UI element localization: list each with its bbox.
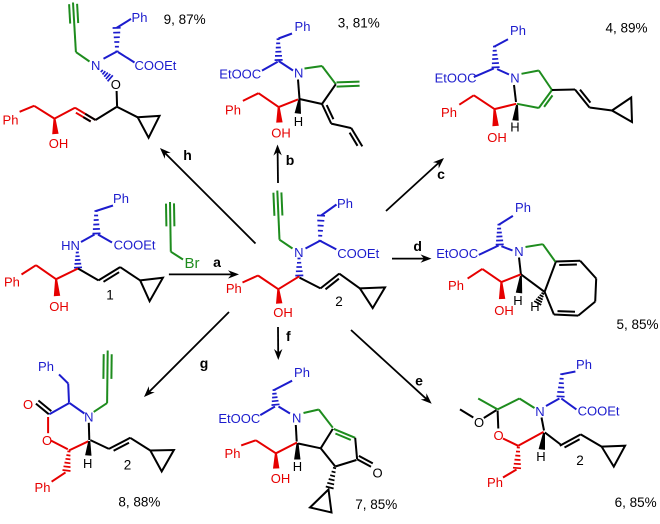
svg-text:Ph: Ph [510,23,526,38]
svg-text:7, 85%: 7, 85% [355,497,397,512]
svg-text:Ph: Ph [132,10,148,25]
svg-text:Br: Br [185,255,200,272]
svg-text:OH: OH [271,471,291,486]
svg-text:COOEt: COOEt [114,237,156,252]
svg-text:EtOOC: EtOOC [436,246,478,261]
svg-text:Ph: Ph [515,200,531,215]
svg-text:8, 88%: 8, 88% [118,495,160,510]
svg-text:O: O [42,433,52,448]
svg-text:Ph: Ph [4,274,20,289]
svg-text:2: 2 [124,458,132,473]
svg-text:N: N [535,404,544,419]
svg-text:H: H [530,299,539,314]
svg-text:N: N [294,65,303,80]
svg-text:Ph: Ph [294,365,310,380]
svg-text:N: N [514,244,523,259]
svg-text:O: O [493,428,503,443]
svg-text:OH: OH [273,305,293,320]
svg-text:Ph: Ph [38,359,54,374]
svg-text:Ph: Ph [225,446,241,461]
svg-text:Ph: Ph [3,113,19,128]
svg-text:d: d [413,238,422,254]
svg-text:4, 89%: 4, 89% [606,21,648,36]
svg-text:COOEt: COOEt [578,404,620,419]
svg-text:H: H [294,114,303,129]
svg-text:N: N [292,411,301,426]
svg-text:Ph: Ph [487,475,503,490]
svg-text:Ph: Ph [441,105,457,120]
svg-text:9, 87%: 9, 87% [164,12,206,27]
svg-text:O: O [373,466,383,481]
svg-text:Ph: Ph [225,103,241,118]
svg-text:O: O [474,415,484,430]
svg-text:f: f [286,328,291,344]
svg-text:5, 85%: 5, 85% [617,317,659,332]
svg-text:H: H [83,456,92,471]
svg-text:c: c [437,166,445,182]
svg-text:EtOOC: EtOOC [219,66,261,81]
svg-text:N: N [294,245,303,260]
svg-text:Ph: Ph [226,281,242,296]
svg-text:h: h [183,147,192,163]
svg-text:OH: OH [487,130,507,145]
svg-text:6, 85%: 6, 85% [615,495,657,510]
svg-text:b: b [286,152,295,168]
svg-text:Ph: Ph [576,357,592,372]
svg-text:Ph: Ph [35,480,51,495]
svg-text:COOEt: COOEt [135,58,177,73]
svg-text:EtOOC: EtOOC [218,411,260,426]
svg-text:3, 81%: 3, 81% [338,15,380,30]
svg-text:2: 2 [335,294,343,309]
svg-text:N: N [84,410,93,425]
svg-text:OH: OH [494,303,514,318]
svg-text:EtOOC: EtOOC [435,71,477,86]
svg-text:HN: HN [61,238,80,253]
svg-text:Ph: Ph [113,191,129,206]
svg-text:N: N [510,71,519,86]
svg-text:H: H [513,293,522,308]
svg-text:OH: OH [271,126,291,141]
svg-text:Ph: Ph [448,278,464,293]
svg-text:2: 2 [576,453,584,468]
svg-text:a: a [213,254,221,270]
svg-text:Ph: Ph [337,196,353,211]
svg-text:COOEt: COOEt [337,246,379,261]
svg-text:OH: OH [49,299,69,314]
svg-text:H: H [510,120,519,135]
svg-text:OH: OH [49,136,69,151]
svg-text:e: e [415,373,423,389]
svg-text:O: O [23,397,33,412]
svg-text:O: O [111,77,121,92]
svg-text:g: g [200,355,209,371]
svg-text:N: N [91,58,100,73]
svg-text:Ph: Ph [295,19,311,34]
svg-text:H: H [293,459,302,474]
svg-text:1: 1 [106,287,114,302]
svg-text:H: H [536,449,545,464]
